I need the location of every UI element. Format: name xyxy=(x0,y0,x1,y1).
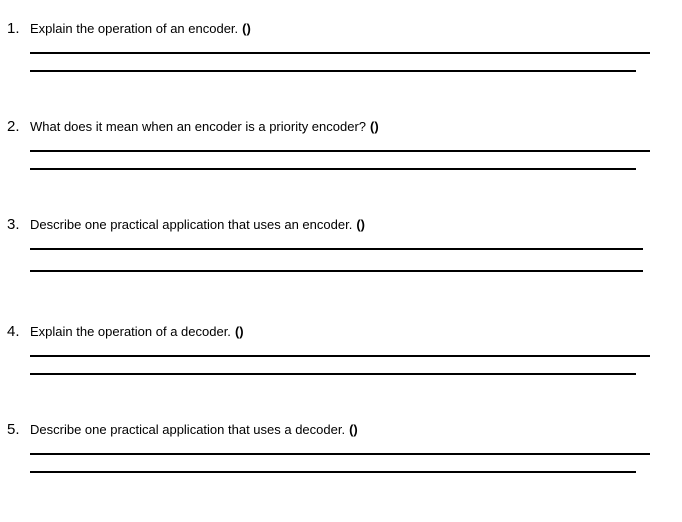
question-text: Explain the operation of a decoder. xyxy=(30,324,231,339)
question-block: 1. Explain the operation of an encoder. … xyxy=(0,20,682,80)
question-block: 4. Explain the operation of a decoder. (… xyxy=(0,323,682,383)
question-marks-parentheses: () xyxy=(349,422,358,437)
question-block: 5. Describe one practical application th… xyxy=(0,421,682,481)
question-row: 5. Describe one practical application th… xyxy=(7,421,358,438)
question-text: What does it mean when an encoder is a p… xyxy=(30,119,367,134)
question-number: 3. xyxy=(7,216,20,233)
question-text: Explain the operation of an encoder. xyxy=(30,21,239,36)
answer-line xyxy=(30,453,650,455)
answer-line xyxy=(30,52,650,54)
answer-line xyxy=(30,471,636,473)
question-row: 1. Explain the operation of an encoder. … xyxy=(7,20,251,37)
question-marks-parentheses: () xyxy=(242,21,251,36)
question-marks-parentheses: () xyxy=(356,217,365,232)
question-row: 2. What does it mean when an encoder is … xyxy=(7,118,379,135)
question-number: 5. xyxy=(7,421,20,438)
answer-line xyxy=(30,373,636,375)
question-number: 2. xyxy=(7,118,20,135)
answer-line xyxy=(30,248,643,250)
question-marks-parentheses: () xyxy=(234,324,244,339)
question-row: 3. Describe one practical application th… xyxy=(7,216,365,233)
question-text: Describe one practical application that … xyxy=(30,217,353,232)
question-number: 1. xyxy=(7,20,20,37)
answer-line xyxy=(30,270,643,272)
answer-line xyxy=(30,355,650,357)
question-marks-parentheses: () xyxy=(370,119,379,134)
question-number: 4. xyxy=(7,323,20,340)
question-block: 3. Describe one practical application th… xyxy=(0,216,682,276)
question-text: Describe one practical application that … xyxy=(30,422,346,437)
question-block: 2. What does it mean when an encoder is … xyxy=(0,118,682,178)
question-row: 4. Explain the operation of a decoder. (… xyxy=(7,323,244,340)
answer-line xyxy=(30,70,636,72)
answer-line xyxy=(30,150,650,152)
answer-line xyxy=(30,168,636,170)
